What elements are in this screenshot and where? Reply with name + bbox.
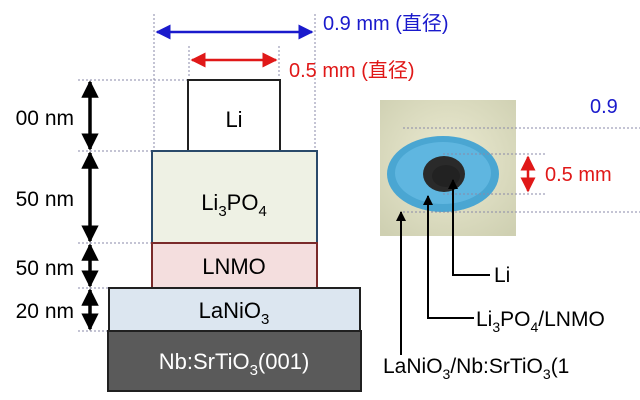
layer-lnmo: LNMO bbox=[151, 242, 318, 289]
thickness-lnmo: 50 nm bbox=[16, 257, 74, 280]
dimension-guides bbox=[78, 14, 316, 332]
thickness-lipo: 50 nm bbox=[16, 188, 74, 211]
photo-0p9-label: 0.9 bbox=[590, 96, 618, 118]
photo-0p5-label: 0.5 mm bbox=[545, 164, 612, 186]
thickness-li: 00 nm bbox=[16, 107, 74, 130]
callout-lanio-substrate: LaNiO3/Nb:SrTiO3(1 bbox=[383, 355, 569, 382]
layer-lanio3: LaNiO3 bbox=[108, 287, 361, 332]
diameter-0p9-label: 0.9 mm (直径) bbox=[323, 12, 449, 35]
photo-dimension-guides bbox=[403, 127, 640, 213]
svg-text:Nb:SrTiO3(001): Nb:SrTiO3(001) bbox=[159, 349, 310, 379]
svg-text:Li: Li bbox=[225, 107, 242, 132]
thickness-lanio: 20 nm bbox=[16, 300, 74, 323]
layer-substrate: Nb:SrTiO3(001) bbox=[107, 330, 362, 392]
callout-lipo-lnmo: Li3PO4/LNMO bbox=[476, 308, 605, 335]
diameter-0p5-label: 0.5 mm (直径) bbox=[289, 59, 415, 82]
layer-li: Li bbox=[187, 79, 281, 152]
callout-li: Li bbox=[494, 264, 510, 287]
svg-text:LaNiO3: LaNiO3 bbox=[199, 298, 270, 328]
callout-arrows bbox=[396, 179, 490, 355]
layer-li3po4: Li3PO4 bbox=[151, 150, 318, 244]
svg-text:Li3PO4: Li3PO4 bbox=[201, 190, 267, 220]
svg-text:LNMO: LNMO bbox=[202, 254, 266, 279]
